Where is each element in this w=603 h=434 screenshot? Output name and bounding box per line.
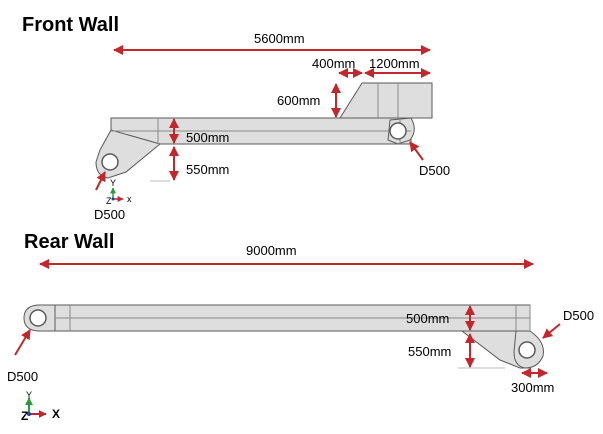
- front-dim-b-label: 1200mm: [369, 56, 420, 71]
- front-dim-depth-label: 500mm: [186, 130, 229, 145]
- rear-axis-z-label: Z: [21, 409, 28, 423]
- rear-wall-dimensions: [14, 259, 561, 378]
- rear-dim-offset-label: 300mm: [511, 380, 554, 395]
- rear-right-pin: [518, 341, 536, 359]
- front-axis-triad: Y x Z: [106, 178, 132, 206]
- front-dim-lower-label: 550mm: [186, 162, 229, 177]
- front-pin-left-arrow: [95, 171, 106, 191]
- rear-dim-total-label: 9000mm: [246, 243, 297, 258]
- front-axis-z-label: Z: [106, 196, 112, 206]
- rear-left-pin: [29, 309, 47, 327]
- front-axis-z-dot: [111, 197, 115, 201]
- front-top-block: [339, 82, 433, 119]
- front-dim-height-label: 600mm: [277, 93, 320, 108]
- rear-wall-title: Rear Wall: [24, 231, 115, 253]
- front-wall-dimensions: [95, 45, 431, 191]
- rear-dim-lower-label: 550mm: [408, 344, 451, 359]
- front-dim-total-label: 5600mm: [254, 31, 305, 46]
- front-wall-title: Front Wall: [22, 14, 120, 36]
- front-dim-a-label: 400mm: [312, 56, 355, 71]
- front-pin-right-label: D500: [419, 163, 450, 178]
- front-axis-x-label: x: [127, 194, 132, 204]
- front-pin-right-arrow: [409, 141, 424, 161]
- rear-axis-z-dot: [27, 412, 31, 416]
- front-axis-y-label: Y: [110, 178, 116, 188]
- rear-pin-right-label: D500: [563, 308, 594, 323]
- front-pin-left-label: D500: [94, 207, 125, 222]
- rear-axis-triad: Y X Z: [21, 390, 60, 423]
- rear-pin-left-arrow: [14, 329, 31, 356]
- rear-wall-structure: [23, 304, 544, 369]
- front-right-pin: [389, 122, 407, 140]
- front-wall-structure: [95, 82, 433, 182]
- rear-dim-depth-label: 500mm: [406, 311, 449, 326]
- rear-pin-left-label: D500: [7, 369, 38, 384]
- front-left-pin: [101, 153, 119, 171]
- rear-axis-y-label: Y: [26, 390, 32, 400]
- rear-axis-x-label: X: [52, 407, 60, 421]
- rear-pin-right-arrow: [542, 323, 561, 339]
